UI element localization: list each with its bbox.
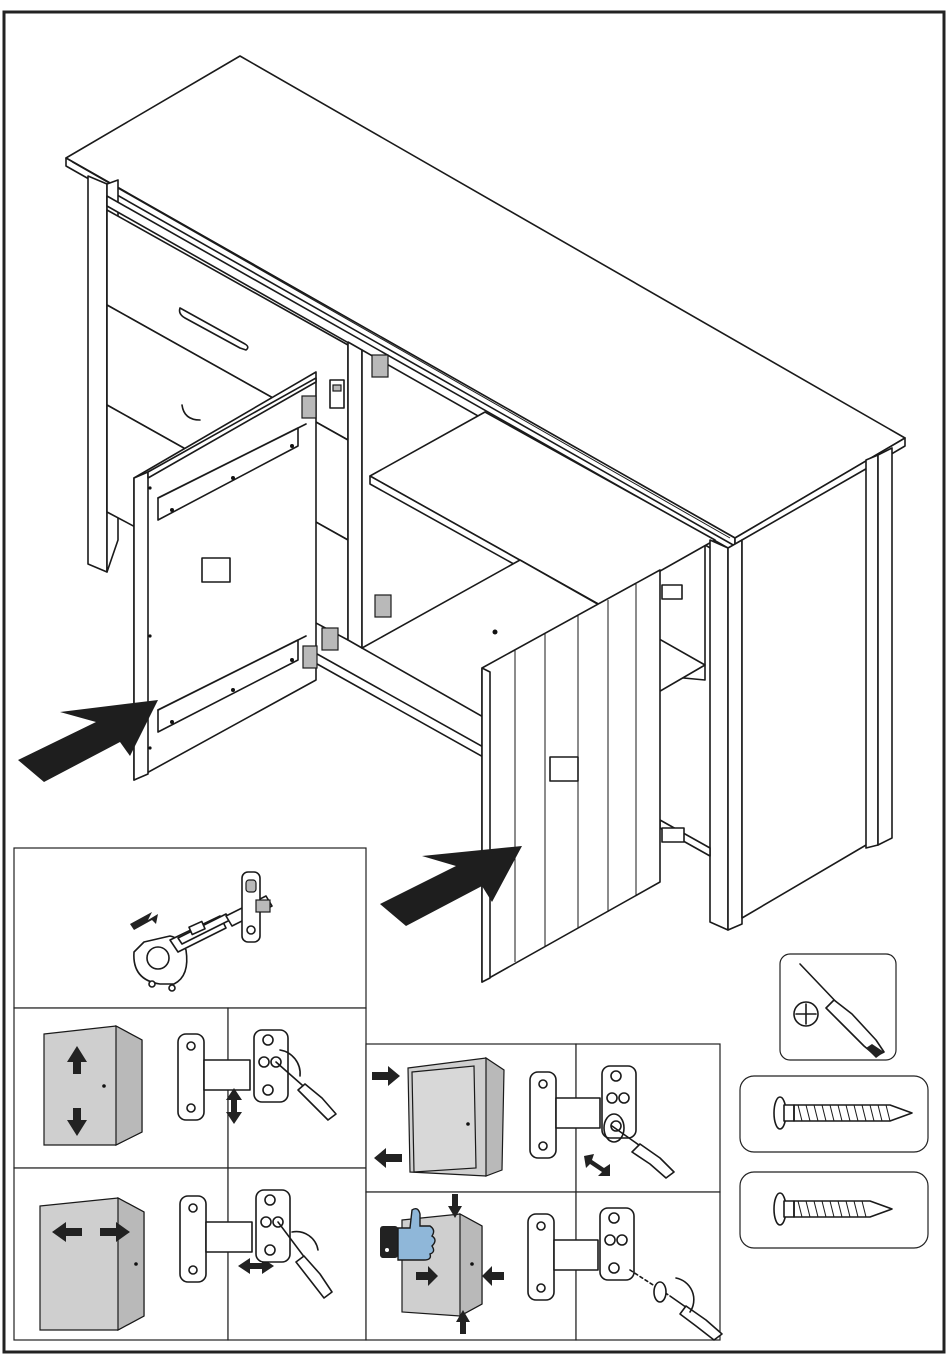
panel-hinge-clip-on bbox=[14, 848, 366, 1008]
panel-adjust-vertical bbox=[14, 1008, 366, 1168]
hinge-plate-lower-left bbox=[322, 628, 338, 650]
screw-long-icon bbox=[740, 1076, 928, 1152]
phillips-screwdriver-icon bbox=[780, 954, 896, 1060]
hinge-plate-upper-right bbox=[372, 355, 388, 377]
hinge-plate-upper-left bbox=[330, 380, 344, 408]
hinge-plate-right-lower bbox=[662, 828, 684, 842]
panel-adjust-depth bbox=[366, 1044, 720, 1192]
screw-short-icon bbox=[740, 1172, 928, 1248]
hinge-plate-lower-right bbox=[375, 595, 391, 617]
hinge-plate-right-upper bbox=[662, 585, 682, 599]
panel-adjust-final bbox=[366, 1192, 722, 1340]
panel-adjust-lateral bbox=[14, 1168, 366, 1340]
